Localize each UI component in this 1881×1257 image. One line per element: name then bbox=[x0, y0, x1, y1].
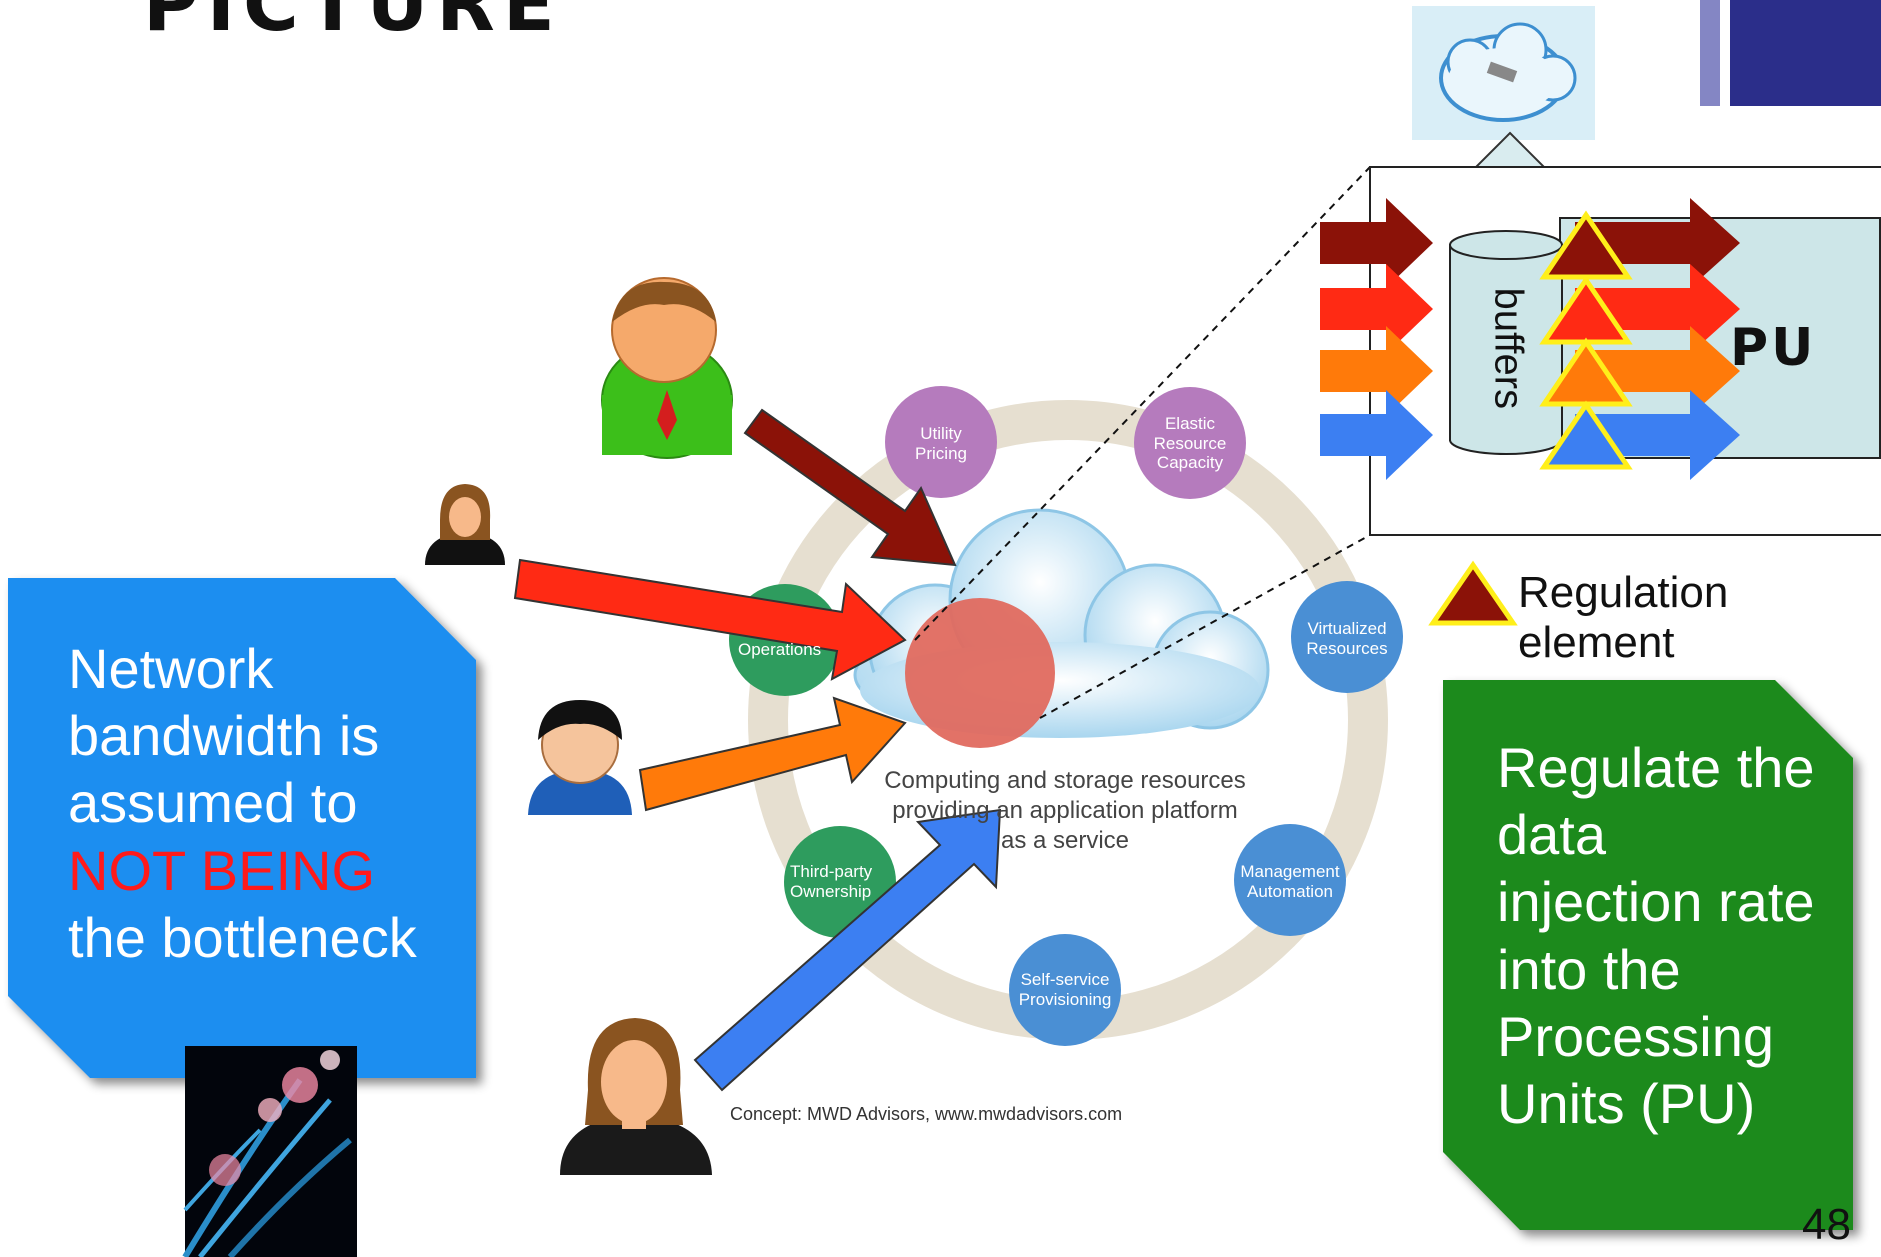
circle-text: Automation bbox=[1247, 881, 1333, 901]
corner-decoration-light bbox=[1700, 0, 1720, 106]
circle-text: Third-party bbox=[790, 862, 873, 881]
callout-line: Network bbox=[68, 637, 274, 700]
caption-line: providing an application platform bbox=[892, 797, 1238, 824]
slide-title: PICTURE bbox=[143, 0, 563, 48]
callout-line: assumed to bbox=[68, 771, 358, 835]
caption-line: Computing and storage resources bbox=[884, 767, 1246, 794]
callout-line: data bbox=[1497, 803, 1606, 867]
circle-self-service bbox=[1009, 934, 1121, 1046]
output-arrow-orange bbox=[1575, 326, 1740, 416]
corner-decoration-dark bbox=[1730, 0, 1881, 106]
circle-virtualized bbox=[1291, 581, 1403, 693]
legend-text: Regulation element bbox=[1518, 568, 1729, 667]
cloud-caption: Computing and storage resources providin… bbox=[855, 766, 1275, 856]
input-arrow-orange bbox=[1320, 326, 1433, 416]
pu-label: PU bbox=[1730, 318, 1817, 378]
circle-label-virtualized: Virtualized Resources bbox=[1292, 619, 1402, 658]
left-callout-text: Network bandwidth is assumed to NOT BEIN… bbox=[68, 635, 468, 971]
circle-text: Provisioning bbox=[1018, 989, 1112, 1009]
regulation-triangle-blue bbox=[1539, 400, 1633, 470]
arrow-blue bbox=[693, 808, 1002, 1092]
output-arrow-red bbox=[1575, 264, 1740, 354]
circle-text: Operations bbox=[738, 640, 822, 659]
callout-line: Units (PU) bbox=[1497, 1071, 1756, 1135]
left-callout-shape bbox=[8, 578, 476, 1078]
circle-label-management: Management Automation bbox=[1232, 862, 1348, 901]
output-arrow-dark-red bbox=[1575, 198, 1740, 288]
circle-management bbox=[1234, 824, 1346, 936]
output-arrow-blue bbox=[1575, 390, 1740, 480]
circle-text: Capacity bbox=[1156, 453, 1224, 473]
woman-large-icon bbox=[560, 1018, 712, 1175]
circle-text: Management bbox=[1240, 862, 1340, 881]
circle-label-third-party: Third-party Ownership bbox=[790, 862, 900, 901]
circle-text: Utility bbox=[920, 424, 962, 443]
zoom-line-top bbox=[914, 166, 1371, 641]
caption-line: as a service bbox=[1000, 827, 1130, 854]
callout-line: bandwidth is bbox=[68, 704, 380, 768]
right-callout-shape bbox=[1443, 680, 1853, 1230]
circle-utility-pricing bbox=[885, 386, 997, 498]
circle-text: Resource bbox=[1153, 433, 1227, 453]
circle-label-elastic-resource: Elastic Resource Capacity bbox=[1140, 414, 1240, 473]
woman-small-icon bbox=[425, 484, 505, 565]
callout-highlight: NOT BEING bbox=[68, 838, 376, 902]
circle-text: Ownership bbox=[790, 881, 872, 901]
circle-text: Elastic bbox=[1164, 414, 1216, 433]
target-highlight bbox=[905, 598, 1055, 748]
callout-line: injection rate bbox=[1497, 870, 1815, 934]
buffers-label: buffers bbox=[1486, 287, 1531, 410]
fiber-optic-strands bbox=[182, 1050, 352, 1257]
callout-line: into the bbox=[1497, 937, 1681, 1001]
circle-text: Self-service bbox=[1020, 970, 1110, 989]
arrow-dark-red bbox=[743, 408, 957, 567]
callout-line: the bottleneck bbox=[68, 905, 417, 969]
circle-elastic-resource bbox=[1134, 387, 1246, 499]
man-green-shirt-icon bbox=[601, 277, 733, 459]
circle-text: Pricing bbox=[915, 443, 967, 463]
circle-text: Virtualized bbox=[1307, 619, 1387, 638]
circle-label-self-service: Self-service Provisioning bbox=[1010, 970, 1120, 1009]
zoom-line-bottom bbox=[1039, 534, 1371, 719]
page-number: 48 bbox=[1802, 1200, 1851, 1249]
arrow-orange bbox=[638, 696, 907, 812]
input-arrow-red bbox=[1320, 264, 1433, 354]
callout-line: Regulate the bbox=[1497, 736, 1815, 799]
legend-triangle-icon bbox=[1428, 560, 1518, 626]
circle-text: Resources bbox=[1306, 638, 1388, 658]
input-arrow-dark-red bbox=[1320, 198, 1433, 288]
fiber-optic-image bbox=[185, 1046, 357, 1257]
callout-line: Processing bbox=[1497, 1004, 1775, 1068]
arrow-red bbox=[513, 558, 907, 681]
circle-label-operations: Operations bbox=[738, 640, 838, 660]
boy-blue-shirt-icon bbox=[528, 700, 632, 815]
input-arrow-blue bbox=[1320, 390, 1433, 480]
right-callout-text: Regulate the data injection rate into th… bbox=[1497, 734, 1827, 1137]
circle-label-utility-pricing: Utility Pricing bbox=[891, 424, 991, 463]
source-credit: Concept: MWD Advisors, www.mwdadvisors.c… bbox=[730, 1104, 1123, 1124]
satellite-cloud-icon bbox=[1439, 22, 1577, 122]
